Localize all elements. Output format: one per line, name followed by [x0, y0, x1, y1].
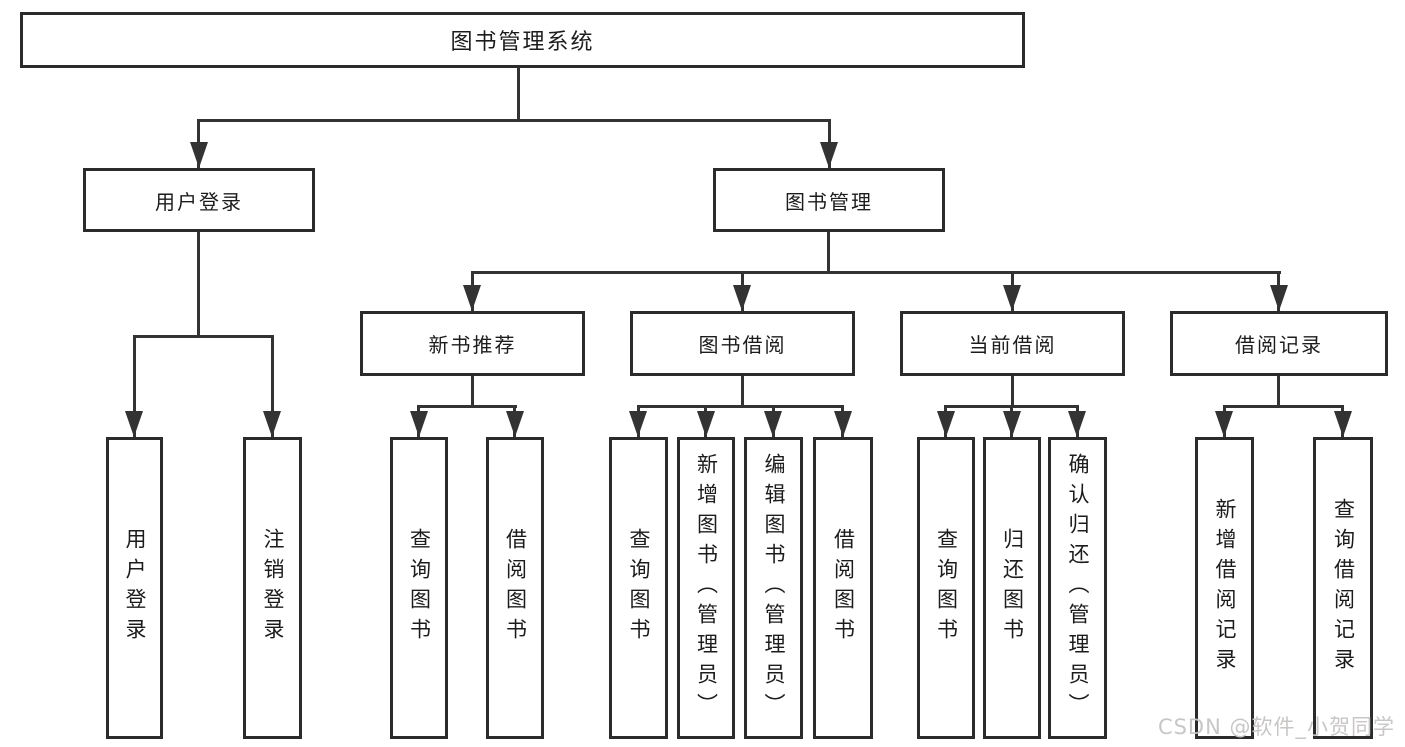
arrow-down-icon — [1003, 285, 1021, 311]
line-stem — [827, 232, 830, 274]
leaf-logout: 注销登录 — [243, 437, 302, 739]
line-root-stem — [517, 68, 520, 122]
line-root-bar — [197, 119, 831, 122]
leaf-add-books-admin: 新增图书（管理员） — [677, 437, 735, 739]
leaf-query-books: 查询图书 — [917, 437, 975, 739]
leaf-query-books: 查询图书 — [390, 437, 448, 739]
arrow-down-icon — [697, 411, 715, 437]
node-book-borrowing: 图书借阅 — [630, 311, 855, 376]
arrow-down-icon — [410, 411, 428, 437]
arrow-down-icon — [1334, 411, 1352, 437]
line-stem — [1011, 376, 1014, 408]
arrow-down-icon — [1003, 411, 1021, 437]
leaf-query-borrow-record: 查询借阅记录 — [1313, 437, 1373, 739]
leaf-add-borrow-record: 新增借阅记录 — [1195, 437, 1254, 739]
watermark: CSDN @软件_小贺同学 — [1157, 715, 1395, 739]
arrow-down-icon — [263, 411, 281, 437]
node-new-book-recommendation: 新书推荐 — [360, 311, 585, 376]
node-borrowing-records: 借阅记录 — [1170, 311, 1388, 376]
line-bar — [417, 405, 517, 408]
line-drop — [133, 335, 136, 437]
arrow-down-icon — [629, 411, 647, 437]
line-stem — [1277, 376, 1280, 408]
arrow-down-icon — [1068, 411, 1086, 437]
line-stem — [471, 376, 474, 408]
line-bar — [1223, 405, 1344, 408]
leaf-return-books: 归还图书 — [983, 437, 1041, 739]
line-stem — [197, 232, 200, 336]
arrow-down-icon — [937, 411, 955, 437]
arrow-down-icon — [190, 142, 208, 168]
arrow-down-icon — [733, 285, 751, 311]
leaf-confirm-return-admin: 确认归还（管理员） — [1048, 437, 1107, 739]
arrow-down-icon — [764, 411, 782, 437]
node-book-management-module: 图书管理 — [713, 168, 945, 232]
leaf-borrow-books: 借阅图书 — [813, 437, 873, 739]
line-stem — [741, 376, 744, 408]
node-user-login-module: 用户登录 — [83, 168, 315, 232]
arrow-down-icon — [1215, 411, 1233, 437]
line-bar — [637, 405, 844, 408]
arrow-down-icon — [820, 142, 838, 168]
leaf-edit-books-admin: 编辑图书（管理员） — [744, 437, 803, 739]
node-current-borrowing: 当前借阅 — [900, 311, 1125, 376]
arrow-down-icon — [463, 285, 481, 311]
leaf-user-login: 用户登录 — [106, 437, 163, 739]
line-bar — [471, 271, 1281, 274]
arrow-down-icon — [1270, 285, 1288, 311]
arrow-down-icon — [125, 411, 143, 437]
node-library-management-system: 图书管理系统 — [20, 12, 1025, 68]
line-drop — [271, 335, 274, 437]
line-bar — [133, 335, 274, 338]
arrow-down-icon — [506, 411, 524, 437]
arrow-down-icon — [834, 411, 852, 437]
leaf-query-books: 查询图书 — [609, 437, 668, 739]
leaf-borrow-books: 借阅图书 — [486, 437, 544, 739]
